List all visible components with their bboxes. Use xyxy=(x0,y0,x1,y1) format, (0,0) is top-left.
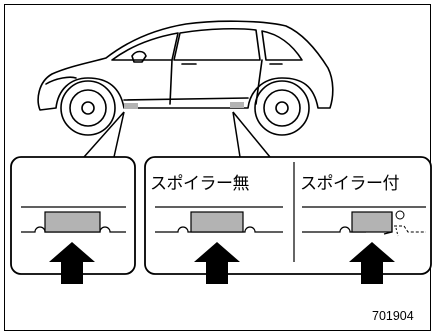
leader-lines xyxy=(83,111,271,158)
front-jack-panel xyxy=(10,156,136,284)
arrow-up-icon xyxy=(349,242,395,284)
rear-jack-point-marker xyxy=(230,102,244,108)
jack-point xyxy=(351,211,393,233)
arrow-up-icon xyxy=(49,242,95,284)
jack-point xyxy=(44,211,101,233)
figure-code: 701904 xyxy=(372,309,414,323)
jack-point xyxy=(190,211,244,233)
arrow-up-icon xyxy=(194,242,240,284)
with-spoiler-diagram xyxy=(302,206,426,284)
rear-jack-panel xyxy=(144,156,432,284)
label-with-spoiler: スポイラー付 xyxy=(300,174,400,194)
without-spoiler-diagram xyxy=(155,206,283,284)
front-jack-point-marker xyxy=(124,103,138,109)
label-without-spoiler: スポイラー無 xyxy=(150,174,250,194)
car-side-icon xyxy=(37,20,334,136)
spoiler-outline xyxy=(383,212,393,235)
